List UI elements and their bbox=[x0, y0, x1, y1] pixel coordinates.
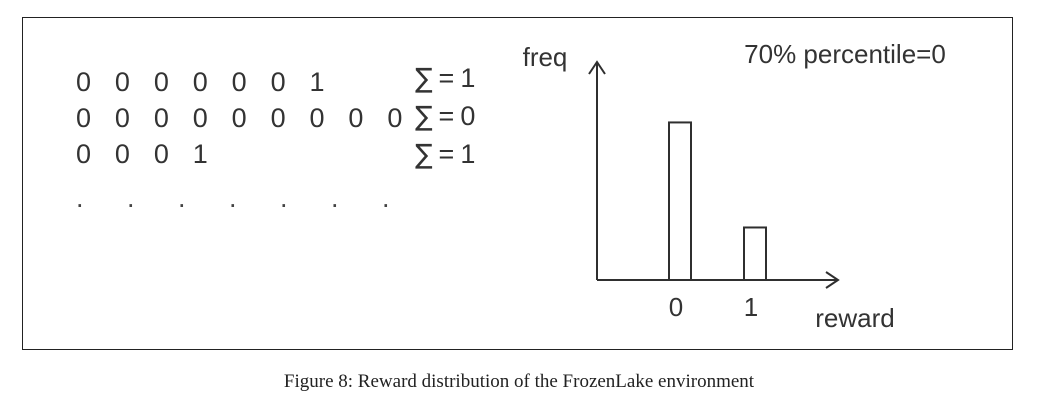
sum-equals: = bbox=[438, 139, 455, 169]
sum-value: 0 bbox=[460, 101, 476, 131]
x-tick-label-0: 0 bbox=[669, 292, 683, 322]
x-axis-label: reward bbox=[815, 303, 894, 333]
sum-symbol: ∑ bbox=[415, 139, 433, 171]
sum-item-1: ∑=1 bbox=[415, 60, 475, 96]
sum-symbol: ∑ bbox=[415, 63, 433, 95]
bar-reward-1 bbox=[743, 226, 767, 281]
x-axis-arrowhead bbox=[825, 271, 840, 289]
sum-list: ∑=1 ∑=0 ∑=1 bbox=[415, 60, 525, 180]
y-axis-label: freq bbox=[523, 42, 568, 72]
y-axis-arrowhead bbox=[588, 60, 606, 75]
reward-sequences: 0 0 0 0 0 0 1 0 0 0 0 0 0 0 0 0 0 0 0 1 bbox=[76, 64, 406, 224]
sum-value: 1 bbox=[460, 63, 476, 93]
sum-value: 1 bbox=[460, 139, 476, 169]
sum-equals: = bbox=[438, 63, 455, 93]
figure-caption: Figure 8: Reward distribution of the Fro… bbox=[283, 371, 755, 392]
sequence-line-1: 0 0 0 0 0 0 1 bbox=[76, 67, 333, 97]
sum-equals: = bbox=[438, 101, 455, 131]
bar-reward-0 bbox=[668, 121, 692, 281]
percentile-annotation: 70% percentile=0 bbox=[744, 39, 946, 69]
sequence-line-3: 0 0 0 1 bbox=[76, 139, 216, 169]
sequence-ellipsis: . . . . . . . bbox=[76, 183, 408, 213]
x-tick-label-1: 1 bbox=[744, 292, 758, 322]
sum-item-2: ∑=0 bbox=[415, 98, 475, 134]
sum-symbol: ∑ bbox=[415, 101, 433, 133]
sequence-line-2: 0 0 0 0 0 0 0 0 0 bbox=[76, 103, 411, 133]
sum-item-3: ∑=1 bbox=[415, 136, 475, 172]
figure-frame bbox=[22, 17, 1013, 350]
